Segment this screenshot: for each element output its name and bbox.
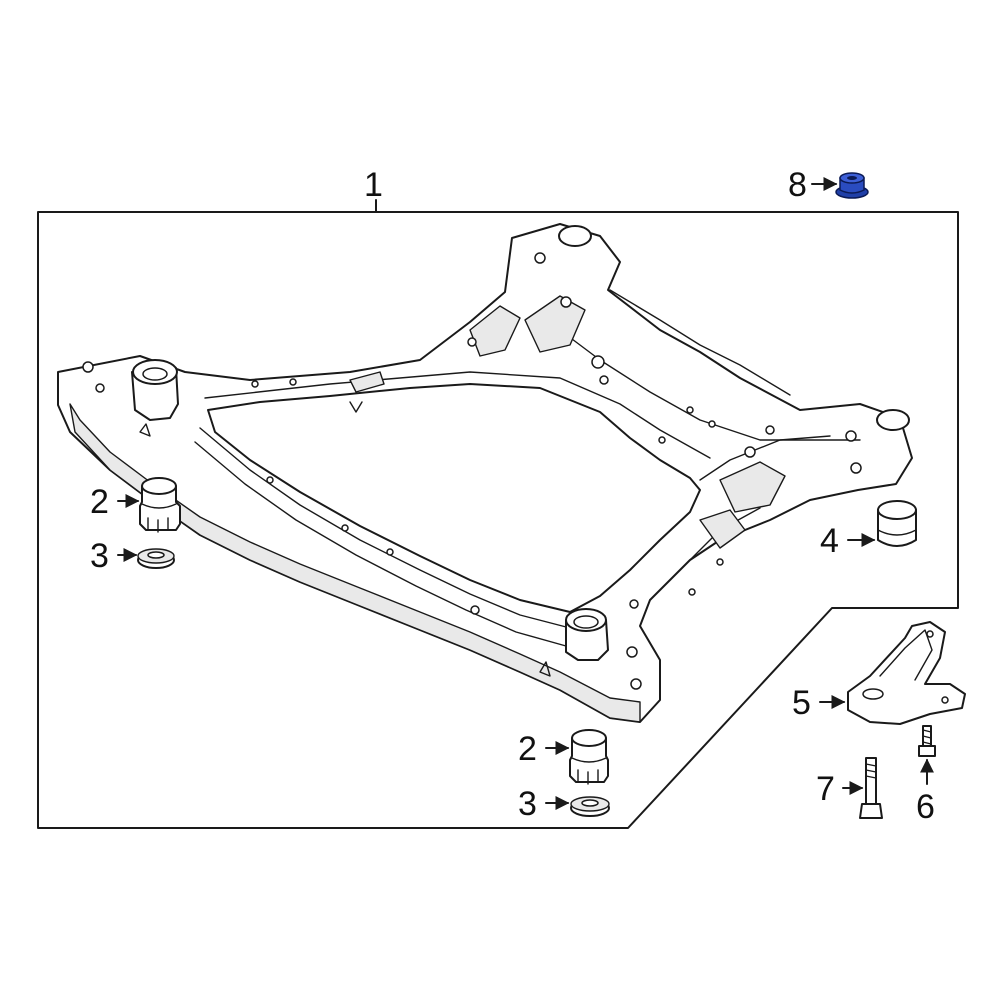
washer-upper-left[interactable] [137, 548, 175, 569]
callout-3-lower: 3 [518, 785, 537, 823]
callout-1: 1 [364, 166, 383, 204]
washer-lower[interactable] [570, 796, 610, 817]
callout-7: 7 [816, 770, 835, 808]
callout-2-lower: 2 [518, 730, 537, 768]
long-bolt-icon[interactable] [859, 757, 883, 819]
callout-3-upper: 3 [90, 537, 109, 575]
callout-5: 5 [792, 684, 811, 722]
callout-2-upper: 2 [90, 483, 109, 521]
bushing-lower[interactable] [569, 729, 609, 785]
callout-8: 8 [788, 166, 807, 204]
front-crossmember[interactable] [57, 223, 913, 723]
bolt-icon[interactable] [918, 725, 936, 757]
bushing-upper-left[interactable] [139, 477, 181, 533]
bushing-right[interactable] [877, 500, 917, 547]
callout-6: 6 [916, 788, 935, 826]
flange-nut-icon[interactable] [835, 172, 869, 199]
callout-4: 4 [820, 522, 839, 560]
support-bracket[interactable] [847, 621, 966, 725]
assembly-boundary [37, 211, 959, 829]
